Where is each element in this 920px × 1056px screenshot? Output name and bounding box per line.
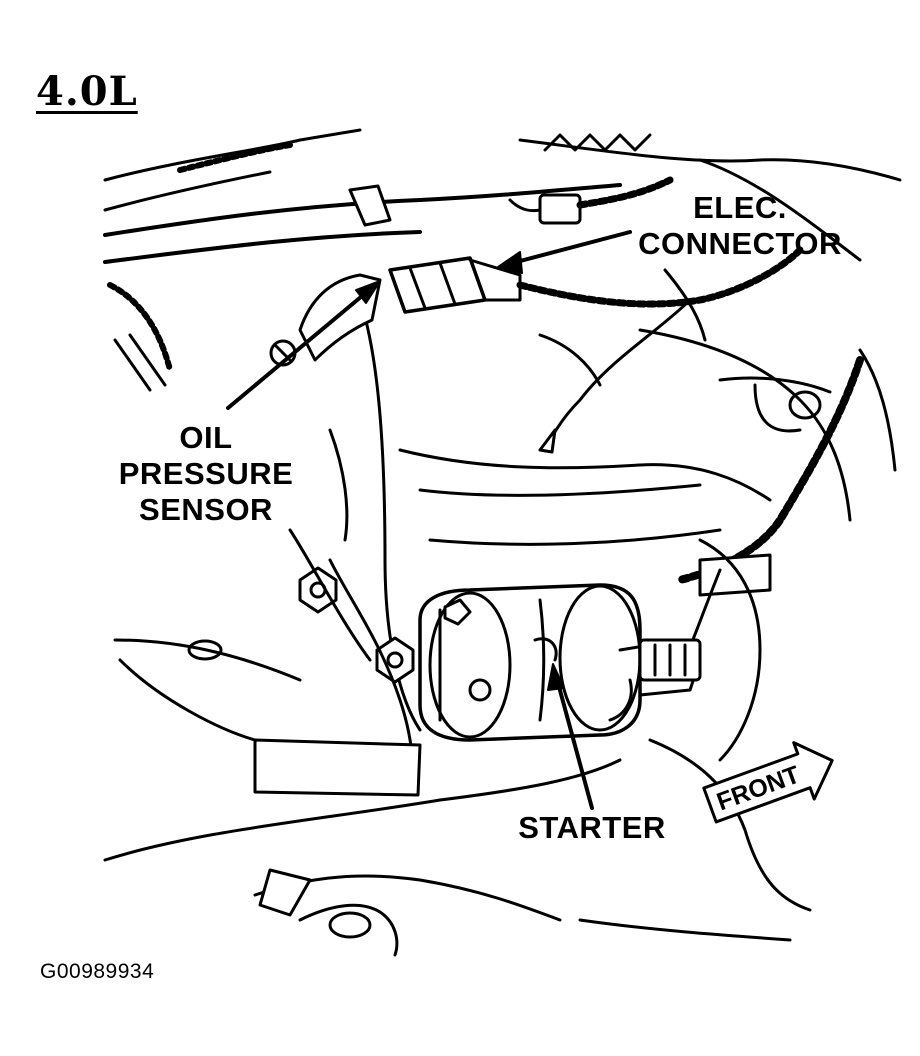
upper-connector <box>508 176 674 225</box>
right-harness <box>676 356 864 672</box>
elec-connector-label: ELEC. CONNECTOR <box>630 190 850 262</box>
engine-block-outline <box>103 128 902 732</box>
figure-id: G00989934 <box>40 960 155 983</box>
oil-pressure-sensor-label-line2: PRESSURE <box>118 456 294 491</box>
lower-housing <box>103 528 812 957</box>
front-arrow: FRONT <box>702 741 834 824</box>
oil-pressure-sensor-label: OIL PRESSURE SENSOR <box>96 420 316 528</box>
main-harness <box>103 142 622 392</box>
engine-size-heading: 4.0L <box>36 68 138 115</box>
starter-leader <box>553 670 594 810</box>
elec-connector-body <box>388 246 804 454</box>
starter-motor <box>418 583 702 742</box>
elec-connector-leader <box>503 230 632 267</box>
oil-pressure-sensor-label-line3: SENSOR <box>139 492 273 527</box>
oil-sensor-leader <box>226 284 376 410</box>
callout-leaders <box>226 230 632 810</box>
elec-connector-label-line2: CONNECTOR <box>638 226 842 261</box>
elec-connector-label-line1: ELEC. <box>693 190 787 225</box>
oil-pressure-sensor-label-line1: OIL <box>179 420 233 455</box>
starter-label: STARTER <box>518 810 666 845</box>
mounting-bolts <box>298 566 472 684</box>
